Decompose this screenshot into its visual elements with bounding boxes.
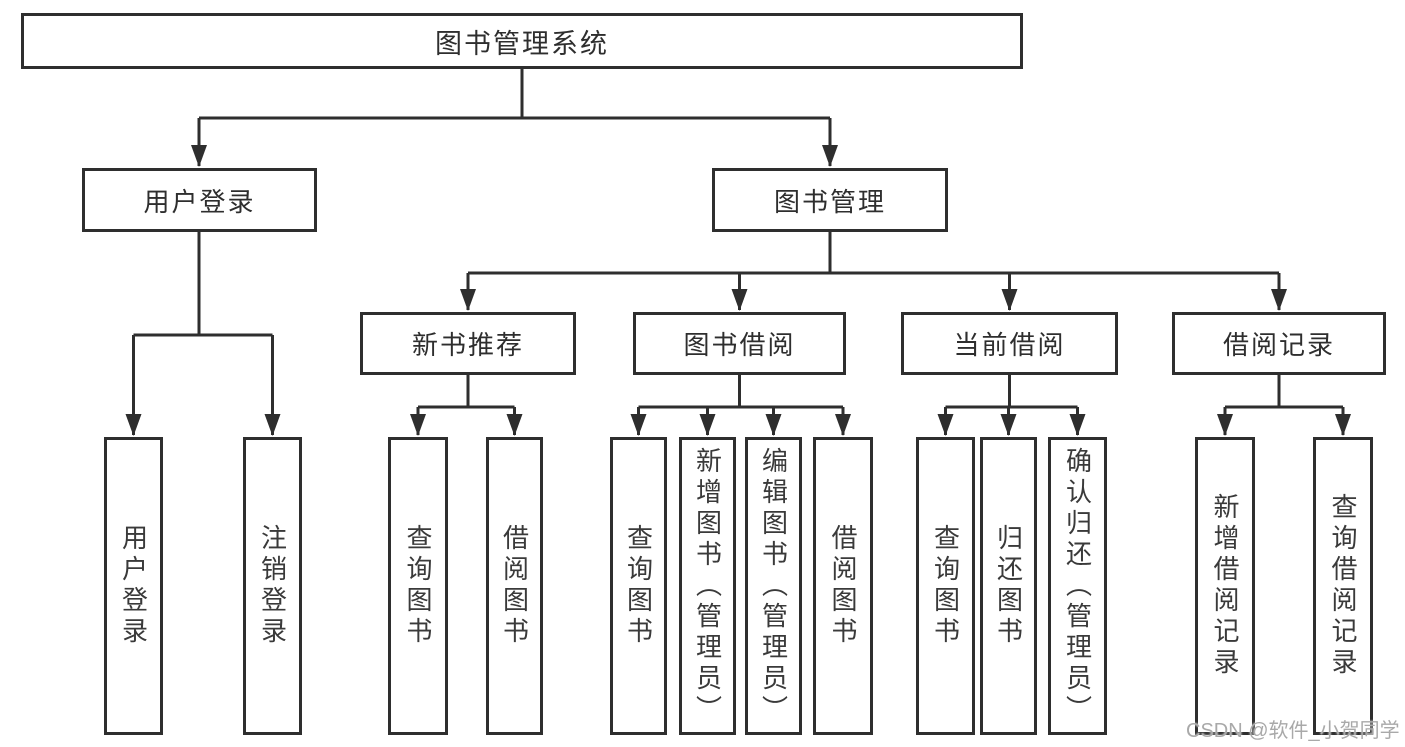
- leaf-recommend-query-books: 查询图书: [388, 437, 448, 735]
- leaf-recommend-borrow-books-label: 借阅图书: [499, 524, 530, 648]
- node-book-borrow-label: 图书借阅: [683, 330, 796, 360]
- node-borrow-records: 借阅记录: [1172, 312, 1386, 375]
- leaf-user-login-label: 用户登录: [118, 524, 149, 648]
- leaf-edit-books-admin-label: 编辑图书（管理员）: [758, 446, 789, 726]
- node-user-login-label: 用户登录: [143, 186, 256, 217]
- node-new-book-recommend: 新书推荐: [360, 312, 576, 375]
- leaf-current-query-books-label: 查询图书: [930, 524, 961, 648]
- leaf-logout: 注销登录: [243, 437, 302, 735]
- leaf-add-books-admin-label: 新增图书（管理员）: [692, 446, 723, 726]
- leaf-borrow-books: 借阅图书: [813, 437, 873, 735]
- leaf-add-books-admin: 新增图书（管理员）: [679, 437, 736, 735]
- leaf-user-login: 用户登录: [104, 437, 163, 735]
- node-user-login: 用户登录: [82, 168, 317, 232]
- leaf-borrow-query-books: 查询图书: [610, 437, 667, 735]
- leaf-edit-books-admin: 编辑图书（管理员）: [745, 437, 802, 735]
- leaf-query-borrow-record: 查询借阅记录: [1313, 437, 1373, 735]
- node-root-label: 图书管理系统: [435, 28, 609, 59]
- node-current-borrow-label: 当前借阅: [953, 330, 1066, 360]
- leaf-current-query-books: 查询图书: [916, 437, 975, 735]
- leaf-recommend-borrow-books: 借阅图书: [486, 437, 543, 735]
- node-book-management-label: 图书管理: [773, 186, 886, 217]
- leaf-confirm-return-admin: 确认归还（管理员）: [1048, 437, 1107, 735]
- node-new-book-recommend-label: 新书推荐: [411, 330, 524, 360]
- leaf-return-books: 归还图书: [980, 437, 1037, 735]
- csdn-watermark: CSDN @软件_小贺同学: [1186, 720, 1400, 742]
- leaf-borrow-query-books-label: 查询图书: [623, 524, 654, 648]
- leaf-borrow-books-label: 借阅图书: [828, 524, 858, 648]
- leaf-recommend-query-books-label: 查询图书: [403, 524, 433, 648]
- node-book-borrow: 图书借阅: [633, 312, 846, 375]
- leaf-add-borrow-record-label: 新增借阅记录: [1210, 493, 1240, 679]
- node-root: 图书管理系统: [21, 13, 1023, 69]
- leaf-return-books-label: 归还图书: [993, 524, 1024, 648]
- node-book-management: 图书管理: [712, 168, 948, 232]
- node-borrow-records-label: 借阅记录: [1222, 330, 1335, 360]
- leaf-confirm-return-admin-label: 确认归还（管理员）: [1062, 446, 1093, 726]
- leaf-logout-label: 注销登录: [257, 524, 288, 648]
- node-current-borrow: 当前借阅: [901, 312, 1118, 375]
- leaf-add-borrow-record: 新增借阅记录: [1195, 437, 1255, 735]
- leaf-query-borrow-record-label: 查询借阅记录: [1328, 493, 1358, 679]
